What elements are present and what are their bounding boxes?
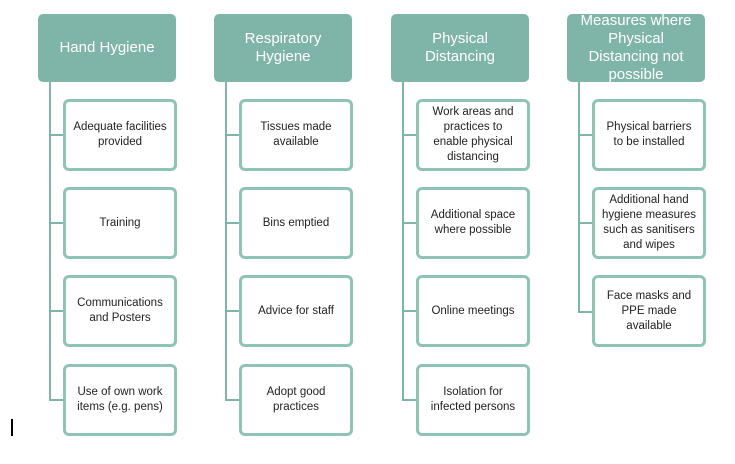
connector-branch [49, 399, 65, 401]
category-header: Physical Distancing [391, 14, 529, 82]
measure-card: Tissues made available [239, 99, 353, 171]
measure-card: Isolation for infected persons [416, 364, 530, 436]
measure-card: Use of own work items (e.g. pens) [63, 364, 177, 436]
category-header: Measures where Physical Distancing not p… [567, 12, 705, 83]
connector-branch [402, 310, 418, 312]
connector-branch [578, 134, 594, 136]
measure-card: Additional hand hygiene measures such as… [592, 187, 706, 259]
connector-branch [225, 134, 241, 136]
connector-branch [49, 134, 65, 136]
connector-branch [225, 310, 241, 312]
measure-card: Adopt good practices [239, 364, 353, 436]
measure-card: Communications and Posters [63, 275, 177, 347]
connector-trunk [225, 82, 227, 401]
connector-trunk [402, 82, 404, 401]
measure-card: Physical barriers to be installed [592, 99, 706, 171]
text-cursor [11, 419, 13, 436]
connector-branch [578, 311, 594, 313]
category-header: Hand Hygiene [38, 14, 176, 82]
connector-branch [49, 310, 65, 312]
measure-card: Training [63, 187, 177, 259]
measure-card: Adequate facilities provided [63, 99, 177, 171]
connector-branch [402, 399, 418, 401]
connector-branch [225, 399, 241, 401]
connector-trunk [49, 82, 51, 401]
measure-card: Online meetings [416, 275, 530, 347]
measure-card: Work areas and practices to enable physi… [416, 99, 530, 171]
measure-card: Additional space where possible [416, 187, 530, 259]
connector-branch [49, 222, 65, 224]
measure-card: Advice for staff [239, 275, 353, 347]
connector-trunk [578, 82, 580, 313]
connector-branch [402, 222, 418, 224]
connector-branch [402, 134, 418, 136]
connector-branch [578, 222, 594, 224]
connector-branch [225, 222, 241, 224]
category-header: Respiratory Hygiene [214, 14, 352, 82]
measure-card: Bins emptied [239, 187, 353, 259]
measure-card: Face masks and PPE made available [592, 275, 706, 347]
